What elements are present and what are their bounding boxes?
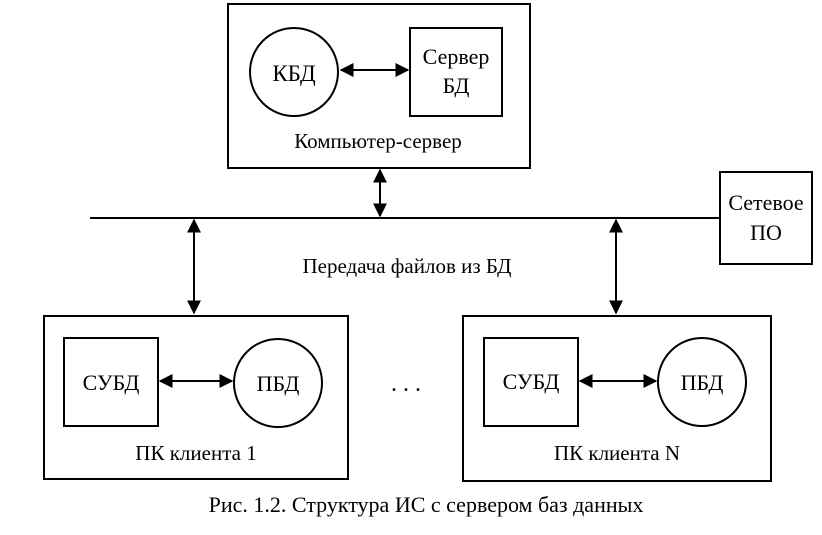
kbd-circle <box>249 27 339 117</box>
db-server-label-line1: Сервер <box>423 44 490 69</box>
client1-dbms-box <box>63 337 159 427</box>
clientN-dbms-label: СУБД <box>503 369 560 394</box>
server-computer-caption: Компьютер-сервер <box>294 129 462 153</box>
clientN-pbd-label: ПБД <box>681 370 724 395</box>
db-server-box <box>409 27 503 117</box>
client1-caption: ПК клиента 1 <box>135 441 256 465</box>
kbd-label: КБД <box>272 61 316 86</box>
clientN-caption: ПК клиента N <box>554 441 680 465</box>
clients-ellipsis: . . . <box>391 371 421 397</box>
client1-dbms-label: СУБД <box>83 370 140 395</box>
clientN-dbms-box <box>483 337 579 427</box>
figure-caption: Рис. 1.2. Структура ИС с сервером баз да… <box>209 492 644 517</box>
file-transfer-label: Передача файлов из БД <box>302 254 511 278</box>
db-server-label-line2: БД <box>443 73 470 98</box>
network-software-line1: Сетевое <box>728 190 803 215</box>
client1-pbd-circle <box>233 338 323 428</box>
client1-pbd-label: ПБД <box>257 371 300 396</box>
network-software-line2: ПО <box>750 220 782 245</box>
clientN-pbd-circle <box>657 337 747 427</box>
network-software-box <box>719 171 813 265</box>
